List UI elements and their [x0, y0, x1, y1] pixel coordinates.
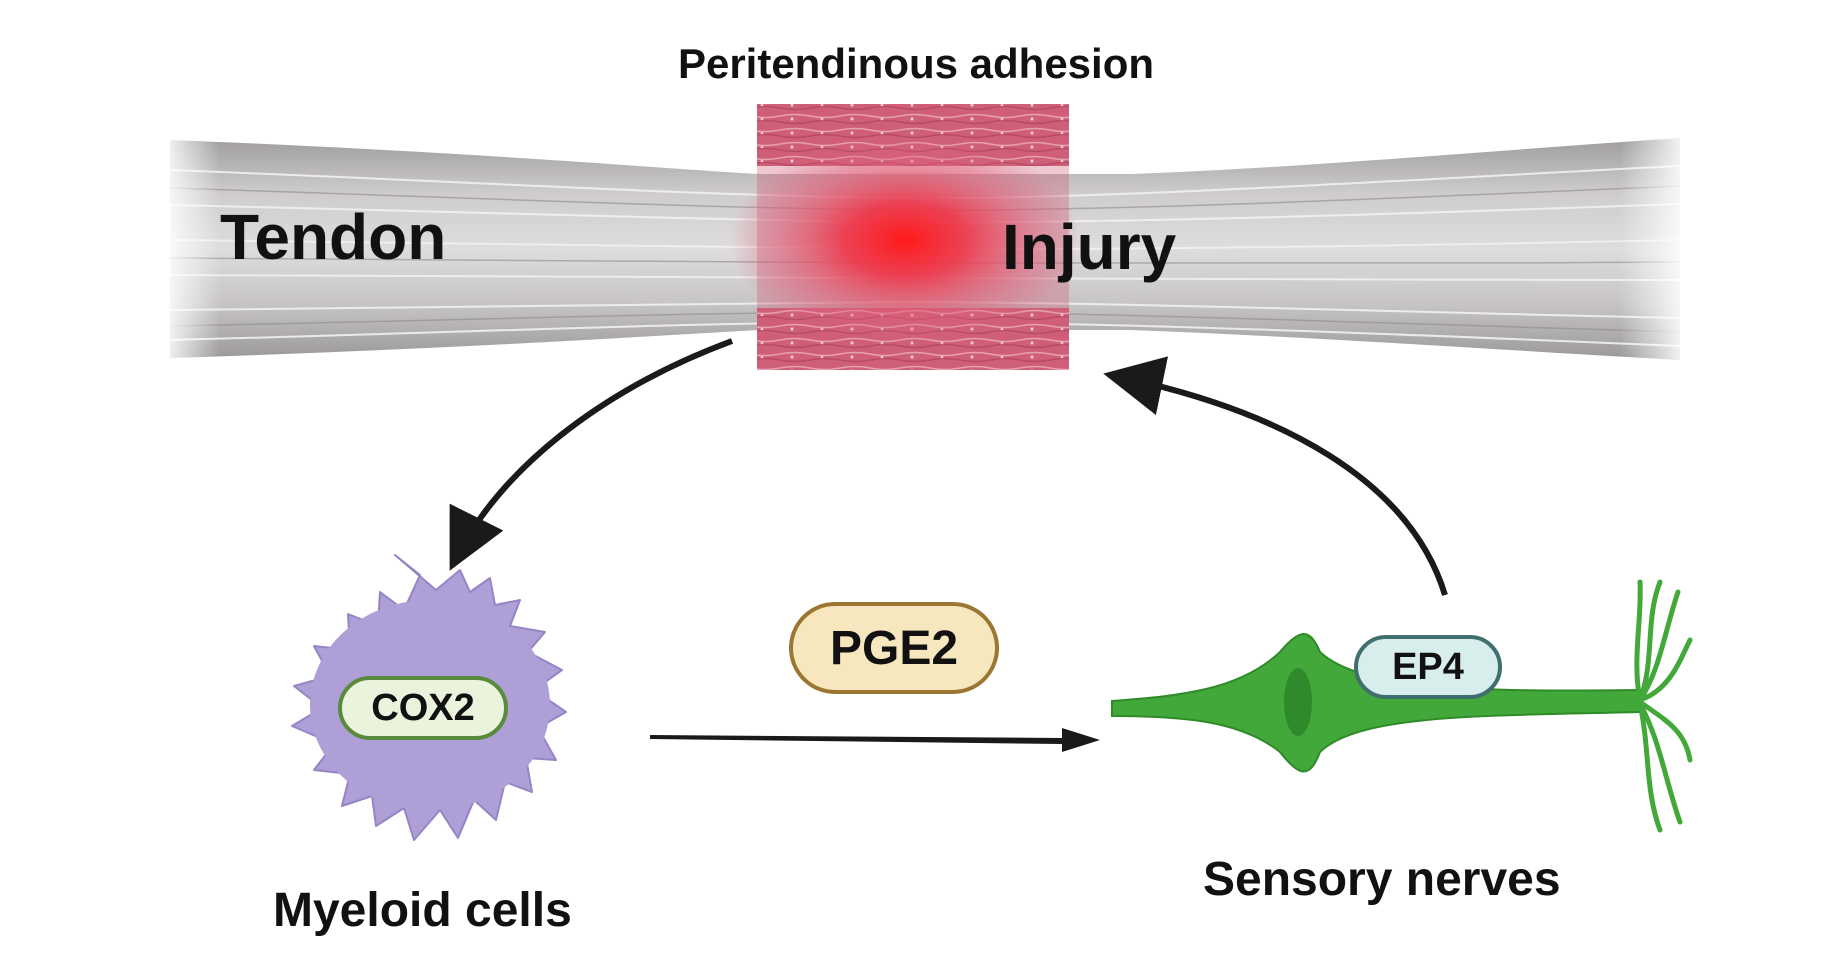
arrow-injury-to-myeloid	[449, 338, 734, 571]
cox2-pill: COX2	[338, 676, 508, 740]
arrow-sensory-to-injury	[1103, 356, 1448, 596]
title-peritendinous-adhesion: Peritendinous adhesion	[677, 40, 1155, 87]
label-sensory-nerves: Sensory nerves	[1203, 853, 1561, 906]
label-tendon: Tendon	[220, 201, 447, 273]
injury-site	[730, 135, 1080, 345]
pge2-pill: PGE2	[789, 602, 999, 694]
ep4-pill: EP4	[1354, 635, 1502, 699]
label-injury: Injury	[1002, 211, 1177, 283]
arrow-pge2	[650, 728, 1100, 752]
label-myeloid-cells: Myeloid cells	[273, 884, 572, 937]
sensory-neuron	[1111, 579, 1693, 833]
